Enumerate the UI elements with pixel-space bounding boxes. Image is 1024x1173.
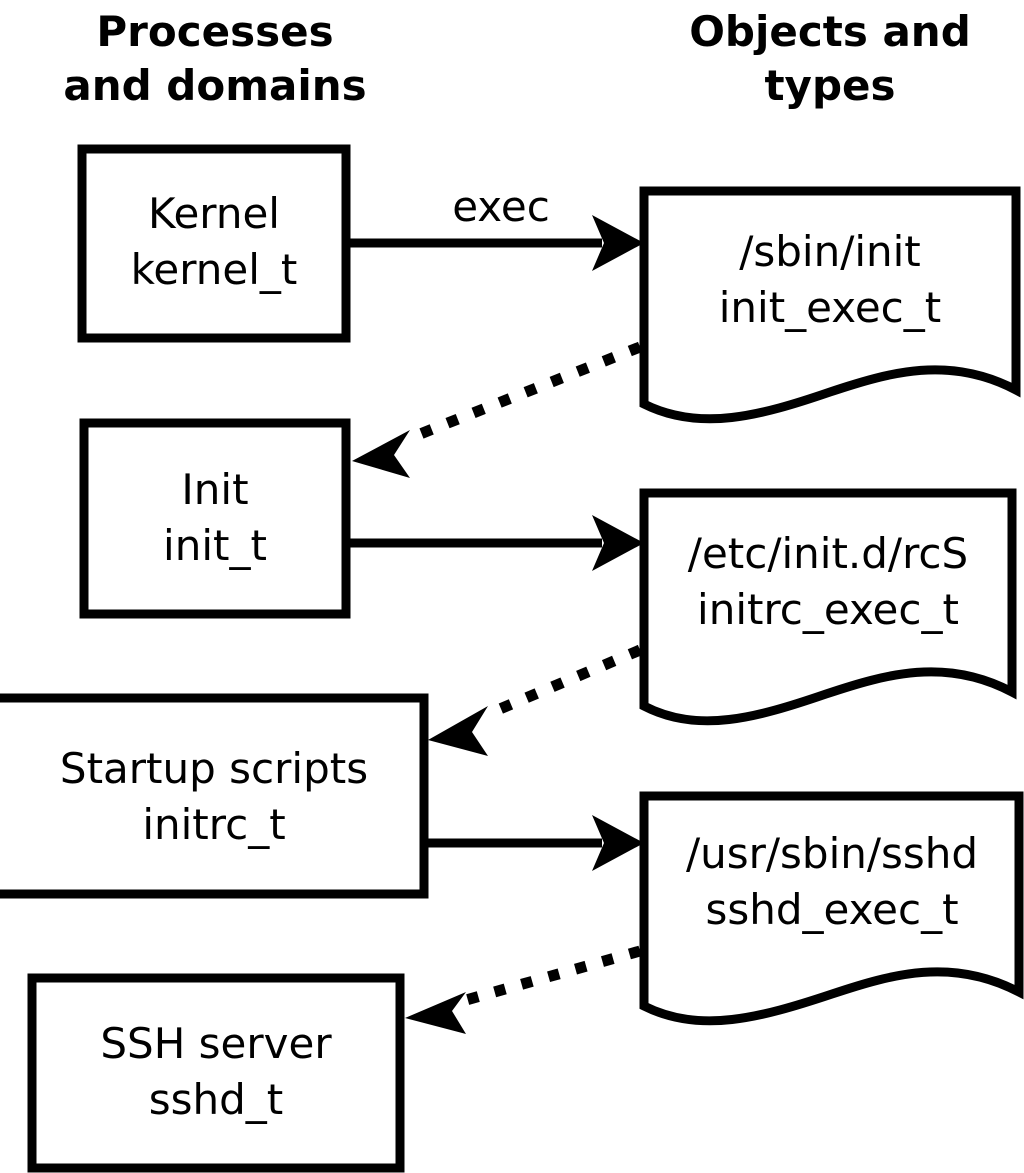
process-node-sshd[interactable]: SSH server sshd_t [27, 973, 405, 1173]
object-node-sshd-exec-line2: sshd_exec_t [705, 885, 958, 934]
object-node-initrc-exec[interactable]: /etc/init.d/rcS initrc_exec_t [639, 488, 1017, 726]
object-node-init-exec[interactable]: /sbin/init init_exec_t [639, 186, 1021, 424]
column-header-processes-line1: Processes [96, 7, 333, 56]
edge-init-exec-transition-init-line [407, 341, 643, 444]
process-node-init-shape [79, 418, 351, 619]
object-node-sshd-exec-line1: /usr/sbin/sshd [686, 829, 978, 878]
column-header-processes: Processes and domains [63, 7, 366, 110]
column-header-processes-line2: and domains [63, 61, 366, 110]
process-node-init-line1: Init [181, 465, 248, 514]
edge-init-exec-initrc-exec-arrowhead [592, 515, 644, 571]
process-node-kernel-line2: kernel_t [131, 245, 298, 294]
object-node-init-exec-line2: init_exec_t [719, 283, 942, 332]
process-node-initrc-line2: initrc_t [142, 800, 285, 849]
process-node-init[interactable]: Init init_t [79, 418, 351, 619]
process-node-sshd-line1: SSH server [100, 1019, 332, 1068]
edge-kernel-exec-init-exec-arrowhead [592, 215, 644, 271]
edge-sshd-exec-transition-sshd-arrowhead [405, 992, 466, 1034]
object-node-initrc-exec-shape [639, 488, 1017, 726]
process-node-kernel[interactable]: Kernel kernel_t [77, 144, 351, 343]
process-node-init-line2: init_t [163, 521, 267, 570]
edge-sshd-exec-transition-sshd-line [464, 945, 642, 1006]
column-header-objects-line2: types [764, 61, 895, 110]
process-node-sshd-shape [27, 973, 405, 1173]
edge-kernel-exec-init-exec: exec [350, 182, 644, 271]
process-node-initrc-line1: Startup scripts [60, 744, 368, 793]
edge-initrc-exec-sshd-exec-arrowhead [592, 815, 644, 871]
process-node-sshd-line2: sshd_t [149, 1075, 284, 1124]
process-node-initrc[interactable]: Startup scripts initrc_t [0, 693, 429, 899]
process-node-kernel-line1: Kernel [148, 189, 280, 238]
edge-initrc-exec-transition-initrc-line [485, 644, 643, 720]
process-node-kernel-shape [77, 144, 351, 343]
object-node-sshd-exec[interactable]: /usr/sbin/sshd sshd_exec_t [639, 791, 1024, 1026]
edge-init-exec-transition-init [352, 341, 643, 478]
column-header-objects: Objects and types [689, 7, 971, 110]
object-node-initrc-exec-line2: initrc_exec_t [697, 585, 959, 634]
object-node-sshd-exec-shape [639, 791, 1024, 1026]
edge-initrc-exec-sshd-exec [428, 815, 644, 871]
column-header-objects-line1: Objects and [689, 7, 971, 56]
edge-initrc-exec-transition-initrc-arrowhead [428, 706, 488, 756]
edge-sshd-exec-transition-sshd [405, 945, 642, 1034]
object-node-init-exec-shape [639, 186, 1021, 424]
edge-label-exec: exec [452, 182, 550, 231]
edge-initrc-exec-transition-initrc [428, 644, 643, 756]
edge-init-exec-initrc-exec [350, 515, 644, 571]
object-node-init-exec-line1: /sbin/init [739, 227, 921, 276]
process-node-initrc-shape [0, 693, 429, 899]
edge-init-exec-transition-init-arrowhead [352, 430, 410, 478]
object-node-initrc-exec-line1: /etc/init.d/rcS [688, 529, 968, 578]
